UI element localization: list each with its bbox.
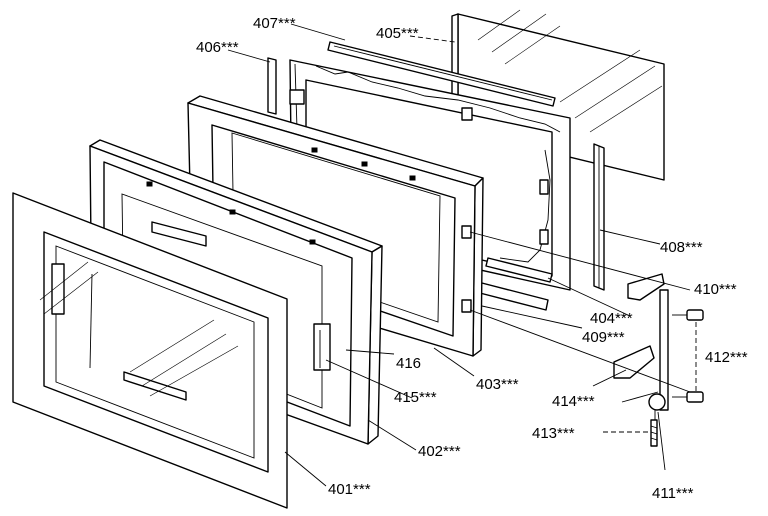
part-406-left-rail [267,57,277,115]
label-415: 415*** [394,389,437,406]
label-411: 411*** [652,485,694,502]
label-406: 406*** [196,39,239,56]
label-408: 408*** [660,239,703,256]
part-410-upper-hinge [627,273,669,411]
part-407-top-rail [327,41,556,107]
leader-lines [227,23,697,487]
part-412-screws [672,309,704,403]
callout-labels: 407*** 405*** 406*** 408*** 410*** 404**… [196,15,748,502]
label-404: 404*** [590,310,633,327]
label-410: 410*** [694,281,737,298]
part-414-screw [650,419,658,447]
label-403: 403*** [476,376,519,393]
label-402: 402*** [418,443,461,460]
part-401-front-panel [12,192,288,509]
label-401: 401*** [328,481,371,498]
label-412: 412*** [705,349,748,366]
label-416: 416 [396,355,421,372]
label-409: 409*** [582,329,625,346]
label-413: 414*** [552,393,595,410]
label-405: 405*** [376,25,419,42]
part-409-bottom-rail [475,257,553,311]
label-407: 407*** [253,15,296,32]
part-408-right-rail [593,143,605,291]
label-414: 413*** [532,425,575,442]
